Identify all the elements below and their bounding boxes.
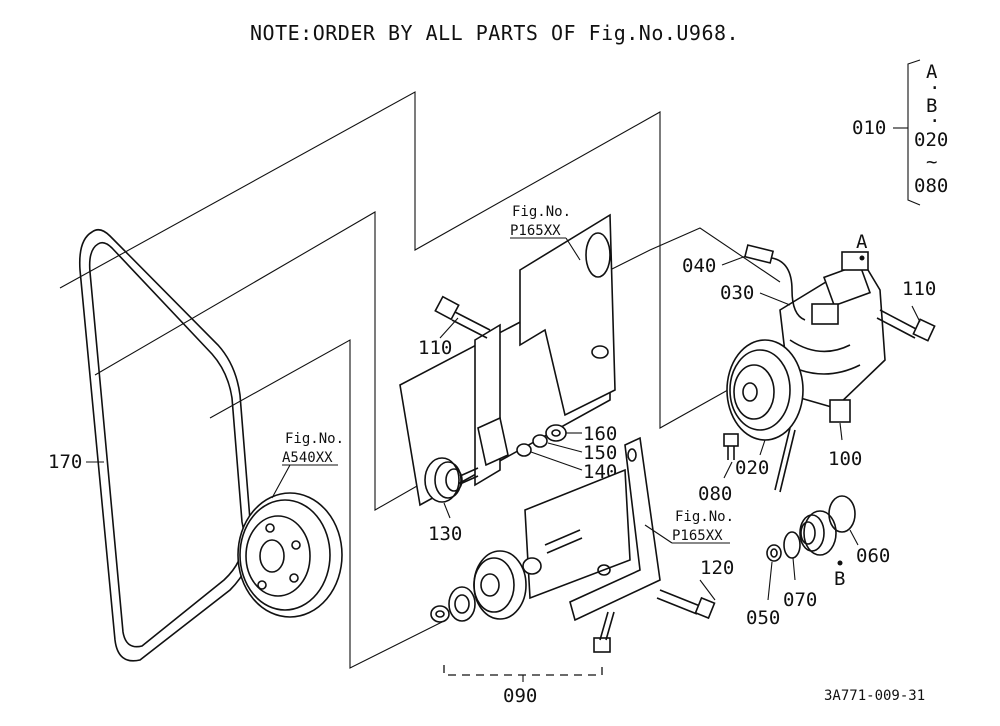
- callout-080: 080: [698, 483, 732, 505]
- bracket-item-020: 020: [914, 129, 948, 151]
- callout-050: 050: [746, 607, 780, 629]
- callout-040: 040: [682, 255, 716, 277]
- ref-a540-code: A540XX: [282, 450, 333, 466]
- bearing-set: [766, 495, 856, 562]
- header-note: NOTE:ORDER BY ALL PARTS OF Fig.No.U968.: [250, 21, 739, 45]
- bracket-tilde: ~: [926, 151, 937, 173]
- washer-stack: [516, 424, 567, 457]
- bolt-110-left: [434, 295, 491, 339]
- bolt-110-right: [876, 309, 936, 342]
- bracket-item-080: 080: [914, 175, 948, 197]
- idler-pulley: [424, 457, 479, 503]
- crank-pulley: [237, 492, 343, 618]
- compressor-bracket: [399, 213, 616, 507]
- callout-030: 030: [720, 282, 754, 304]
- bracket-item-a: A: [926, 61, 938, 83]
- callout-110-left: 110: [418, 337, 452, 359]
- tension-pulley-set: [430, 550, 615, 653]
- bolt-120: [656, 589, 716, 620]
- compressor-harness: [743, 244, 806, 493]
- callout-130: 130: [428, 523, 462, 545]
- callout-110-right: 110: [902, 278, 936, 300]
- callout-070: 070: [783, 589, 817, 611]
- ref-p165-top-title: Fig.No.: [512, 204, 571, 220]
- callout-b: B: [834, 568, 845, 590]
- callout-060: 060: [856, 545, 890, 567]
- callout-160: 160: [583, 423, 617, 445]
- bracket-dot-1: ·: [929, 77, 940, 99]
- drawing-code: 3A771-009-31: [824, 688, 925, 704]
- callout-170: 170: [48, 451, 82, 473]
- ref-p165-mid-code: P165XX: [672, 528, 723, 544]
- bracket-group: 010 A · B · 020 ~ 080: [852, 59, 948, 206]
- bolt-080: [723, 433, 739, 460]
- compressor-clutch: [726, 339, 804, 441]
- callout-090: 090: [503, 685, 537, 707]
- v-belt: [78, 228, 254, 662]
- bracket-item-b: B: [926, 95, 937, 117]
- callout-150: 150: [583, 442, 617, 464]
- callout-a: A: [856, 231, 868, 253]
- bracket-dot-2: ·: [929, 110, 940, 132]
- callout-020: 020: [735, 457, 769, 479]
- tension-bracket: [524, 436, 661, 622]
- callout-120: 120: [700, 557, 734, 579]
- ref-p165-top-code: P165XX: [510, 223, 561, 239]
- assembly-reference-lines: [59, 91, 781, 669]
- ref-p165-mid-title: Fig.No.: [675, 509, 734, 525]
- callout-010: 010: [852, 117, 886, 139]
- ac-compressor: [779, 251, 886, 423]
- ref-a540-title: Fig.No.: [285, 431, 344, 447]
- callout-100: 100: [828, 448, 862, 470]
